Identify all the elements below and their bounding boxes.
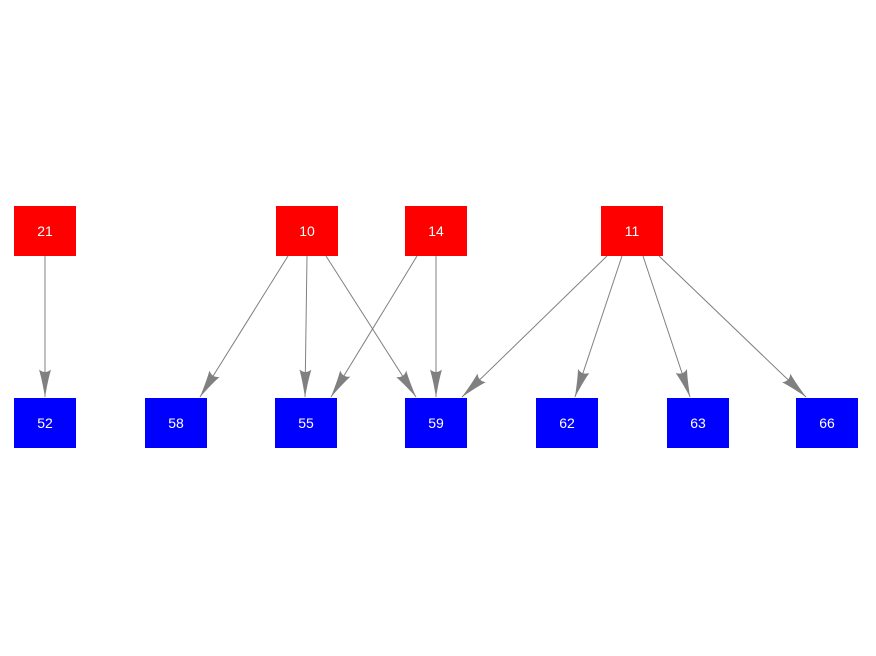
node-58: 58 xyxy=(145,398,207,448)
edge-10-to-55 xyxy=(299,255,312,398)
edge-10-to-59 xyxy=(325,255,417,398)
node-label: 66 xyxy=(819,415,835,431)
node-63: 63 xyxy=(667,398,729,448)
edge-11-to-59 xyxy=(461,255,608,398)
node-label: 63 xyxy=(690,415,706,431)
node-label: 58 xyxy=(168,415,184,431)
edge-11-to-66 xyxy=(658,255,807,398)
node-label: 62 xyxy=(559,415,575,431)
edge-11-to-63 xyxy=(642,255,691,398)
node-21: 21 xyxy=(14,206,76,256)
edge-10-to-58 xyxy=(199,255,289,398)
node-11: 11 xyxy=(601,206,663,256)
node-label: 21 xyxy=(37,223,53,239)
node-label: 55 xyxy=(298,415,314,431)
edge-14-to-55 xyxy=(330,255,418,398)
node-59: 59 xyxy=(405,398,467,448)
node-label: 59 xyxy=(428,415,444,431)
node-label: 11 xyxy=(624,223,640,239)
node-52: 52 xyxy=(14,398,76,448)
node-label: 10 xyxy=(299,223,315,239)
node-14: 14 xyxy=(405,206,467,256)
node-label: 52 xyxy=(37,415,53,431)
node-label: 14 xyxy=(428,223,444,239)
node-10: 10 xyxy=(276,206,338,256)
edge-11-to-62 xyxy=(574,255,623,398)
node-62: 62 xyxy=(536,398,598,448)
node-55: 55 xyxy=(275,398,337,448)
edge-group xyxy=(39,255,807,398)
node-66: 66 xyxy=(796,398,858,448)
